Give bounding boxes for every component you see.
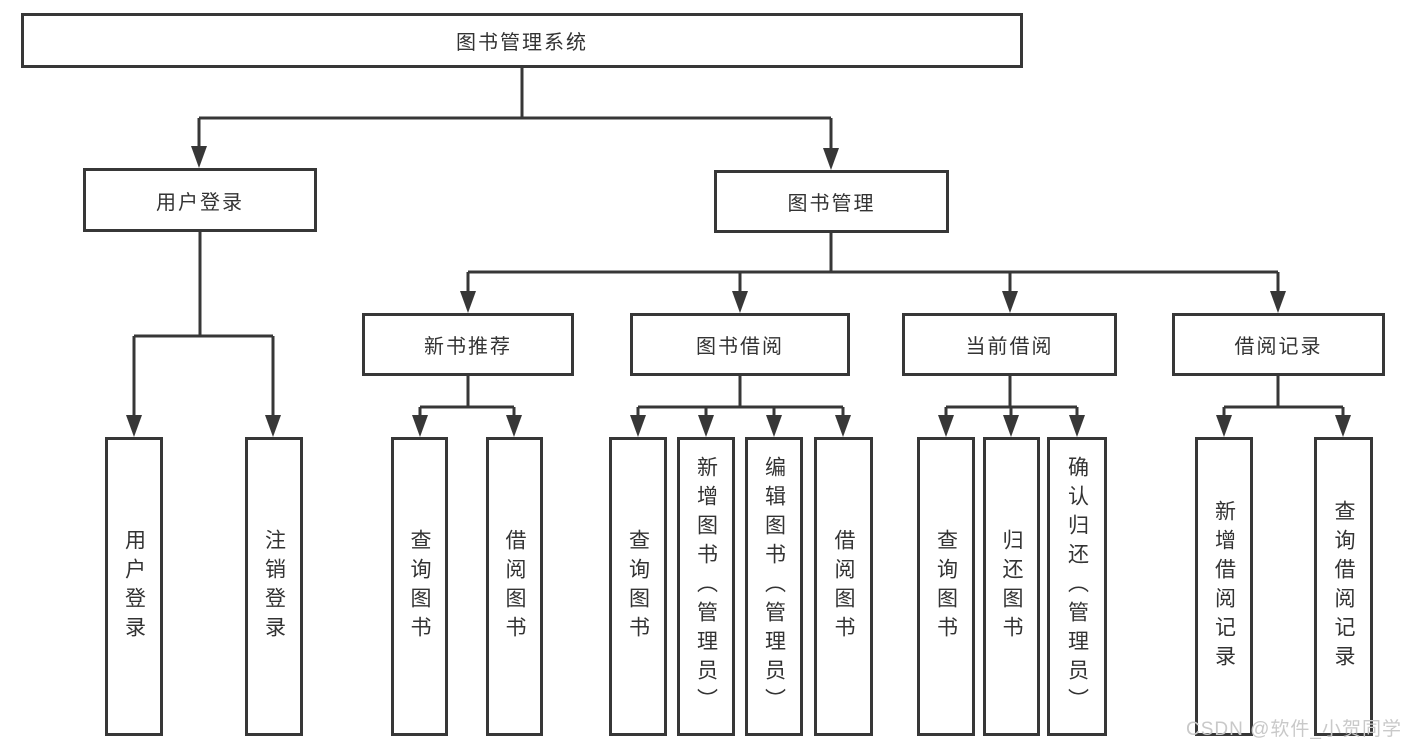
node-new-book-recommend: 新书推荐 bbox=[362, 313, 574, 376]
leaf-user-login: 用户登录 bbox=[105, 437, 163, 736]
node-library-management-system: 图书管理系统 bbox=[21, 13, 1023, 68]
leaf-edit-book-admin: 编辑图书（管理员） bbox=[745, 437, 803, 736]
leaf-borrow-books: 借阅图书 bbox=[814, 437, 873, 736]
leaf-add-book-admin: 新增图书（管理员） bbox=[677, 437, 735, 736]
node-borrow-records: 借阅记录 bbox=[1172, 313, 1385, 376]
arrowheads bbox=[126, 146, 1351, 437]
leaf-logout: 注销登录 bbox=[245, 437, 303, 736]
node-book-management: 图书管理 bbox=[714, 170, 949, 233]
leaf-query-borrow-record: 查询借阅记录 bbox=[1314, 437, 1373, 736]
leaf-query-books: 查询图书 bbox=[917, 437, 975, 736]
node-current-borrow: 当前借阅 bbox=[902, 313, 1117, 376]
leaf-borrow-books: 借阅图书 bbox=[486, 437, 543, 736]
node-book-borrow: 图书借阅 bbox=[630, 313, 850, 376]
leaf-query-books: 查询图书 bbox=[391, 437, 448, 736]
leaf-return-books: 归还图书 bbox=[983, 437, 1040, 736]
leaf-query-books: 查询图书 bbox=[609, 437, 667, 736]
csdn-watermark: CSDN @软件_小贺同学 bbox=[1186, 719, 1402, 740]
leaf-confirm-return-admin: 确认归还（管理员） bbox=[1047, 437, 1107, 736]
leaf-add-borrow-record: 新增借阅记录 bbox=[1195, 437, 1253, 736]
node-user-login: 用户登录 bbox=[83, 168, 317, 232]
